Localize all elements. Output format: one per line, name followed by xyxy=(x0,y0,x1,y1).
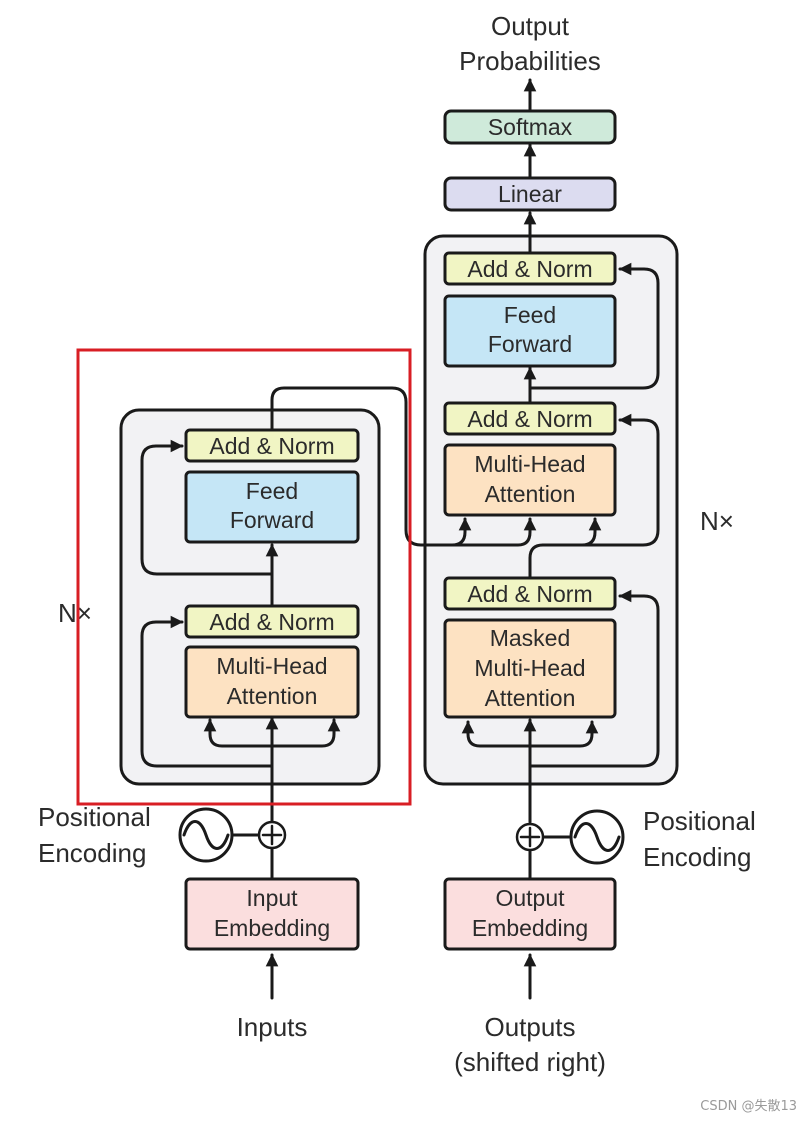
decoder-add-norm-middle: Add & Norm xyxy=(443,401,617,436)
encoder-nx-label: N× xyxy=(58,598,92,628)
encoder-stack xyxy=(119,408,381,786)
softmax-label: Softmax xyxy=(488,114,573,140)
sine-wave-icon xyxy=(182,820,230,850)
decoder-positional-encoding: Positional Encoding xyxy=(515,806,756,872)
encoder-feed-forward-line1: Feed xyxy=(246,478,298,504)
encoder-add-norm-bottom: Add & Norm xyxy=(184,604,360,639)
inputs-label: Inputs xyxy=(237,1012,308,1042)
output-embedding-line1: Output xyxy=(495,885,565,911)
decoder-add-norm-top-label: Add & Norm xyxy=(467,256,592,282)
output-probabilities-line2: Probabilities xyxy=(459,46,601,76)
decoder-positional-label-line1: Positional xyxy=(643,806,756,836)
encoder-add-norm-bottom-label: Add & Norm xyxy=(209,609,334,635)
decoder-add-norm-top: Add & Norm xyxy=(443,251,617,286)
encoder-positional-encoding: Positional Encoding xyxy=(38,802,287,868)
encoder-feed-forward: Feed Forward xyxy=(184,470,360,544)
outputs-label-line2: (shifted right) xyxy=(454,1047,606,1077)
decoder-masked-attention-line1: Masked xyxy=(490,625,571,651)
linear-block: Linear xyxy=(443,176,617,212)
decoder-nx-label: N× xyxy=(700,506,734,536)
decoder-add-norm-bottom-label: Add & Norm xyxy=(467,581,592,607)
output-probabilities-line1: Output xyxy=(491,11,570,41)
decoder-masked-attention-line3: Attention xyxy=(485,685,576,711)
encoder-add-norm-top-label: Add & Norm xyxy=(209,433,334,459)
encoder-feed-forward-line2: Forward xyxy=(230,507,314,533)
decoder-masked-attention: Masked Multi-Head Attention xyxy=(443,618,617,719)
softmax-block: Softmax xyxy=(443,109,617,145)
plus-icon xyxy=(261,824,283,846)
decoder-attention-line1: Multi-Head xyxy=(474,451,585,477)
input-embedding: Input Embedding xyxy=(184,877,360,951)
encoder-attention-line2: Attention xyxy=(227,683,318,709)
encoder-attention-line1: Multi-Head xyxy=(216,653,327,679)
input-embedding-line2: Embedding xyxy=(214,915,330,941)
encoder-positional-label-line2: Encoding xyxy=(38,838,146,868)
decoder-add-norm-bottom: Add & Norm xyxy=(443,576,617,611)
encoder-add-norm-top: Add & Norm xyxy=(184,428,360,463)
linear-label: Linear xyxy=(498,181,562,207)
encoder-positional-label-line1: Positional xyxy=(38,802,151,832)
encoder-multi-head-attention: Multi-Head Attention xyxy=(184,645,360,719)
plus-icon xyxy=(519,826,541,848)
decoder-feed-forward: Feed Forward xyxy=(443,294,617,368)
decoder-feed-forward-line2: Forward xyxy=(488,331,572,357)
decoder-positional-label-line2: Encoding xyxy=(643,842,751,872)
watermark: CSDN @失散13 xyxy=(700,1099,797,1114)
outputs-label-line1: Outputs xyxy=(484,1012,575,1042)
decoder-feed-forward-line1: Feed xyxy=(504,302,556,328)
output-embedding-line2: Embedding xyxy=(472,915,588,941)
decoder-attention-line2: Attention xyxy=(485,481,576,507)
sine-wave-icon xyxy=(573,822,621,852)
encoder-highlight-box xyxy=(76,348,412,806)
decoder-multi-head-attention: Multi-Head Attention xyxy=(443,443,617,517)
decoder-add-norm-middle-label: Add & Norm xyxy=(467,406,592,432)
input-embedding-line1: Input xyxy=(246,885,298,911)
output-embedding: Output Embedding xyxy=(443,877,617,951)
decoder-masked-attention-line2: Multi-Head xyxy=(474,655,585,681)
